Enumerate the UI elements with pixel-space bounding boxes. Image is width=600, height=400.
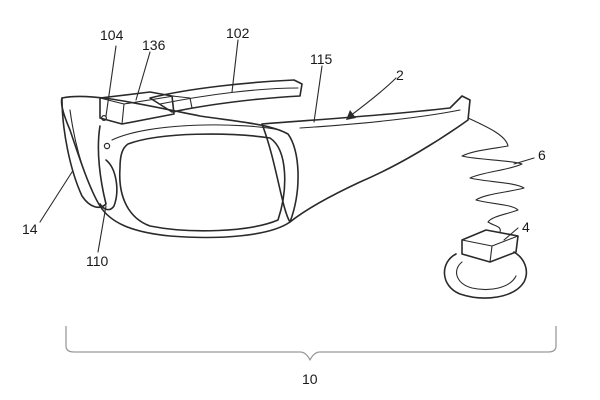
frame-side (61, 97, 107, 209)
ref-14: 14 (22, 221, 38, 237)
wrist-box (461, 229, 519, 263)
ref-102: 102 (226, 25, 250, 41)
leader-14 (39, 171, 73, 223)
wrist-unit (443, 229, 528, 299)
temple-module-edge (159, 87, 299, 105)
leader-115 (313, 65, 323, 123)
ref-110: 110 (86, 253, 109, 269)
arrowhead-2 (346, 110, 356, 120)
sensor-dot (103, 142, 111, 150)
temple-arm-edge (299, 109, 461, 129)
leader-2 (349, 77, 397, 117)
wrist-band (443, 251, 528, 299)
housing-connector (171, 95, 193, 113)
temple-arm (261, 95, 471, 223)
button-dot (100, 114, 107, 121)
housing-box (99, 91, 175, 125)
ref-6: 6 (538, 147, 546, 163)
coiled-cable (461, 117, 525, 233)
temple-module (149, 79, 303, 113)
leader-110 (97, 205, 107, 253)
leader-102 (231, 39, 239, 93)
ref-10: 10 (302, 371, 318, 387)
lens (118, 133, 286, 232)
leader-104 (105, 45, 117, 117)
ref-2: 2 (396, 67, 404, 83)
wrist-box-edge (489, 245, 493, 263)
leader-4 (503, 227, 519, 241)
frame-side-inner (69, 109, 93, 191)
wrist-band-inner (456, 261, 517, 291)
ref-115: 115 (310, 51, 333, 67)
ref-104: 104 (100, 27, 124, 43)
frame-outer (60, 95, 299, 239)
leader-136 (135, 51, 151, 101)
frame-inner-rim (111, 124, 281, 141)
leader-6 (513, 157, 535, 165)
housing-front (121, 103, 125, 125)
system-bracket (65, 326, 557, 361)
ref-4: 4 (522, 219, 530, 235)
eyeglasses (60, 79, 471, 239)
nose-pad (99, 159, 118, 211)
wrist-box-top (461, 235, 519, 247)
ref-136: 136 (142, 37, 166, 53)
